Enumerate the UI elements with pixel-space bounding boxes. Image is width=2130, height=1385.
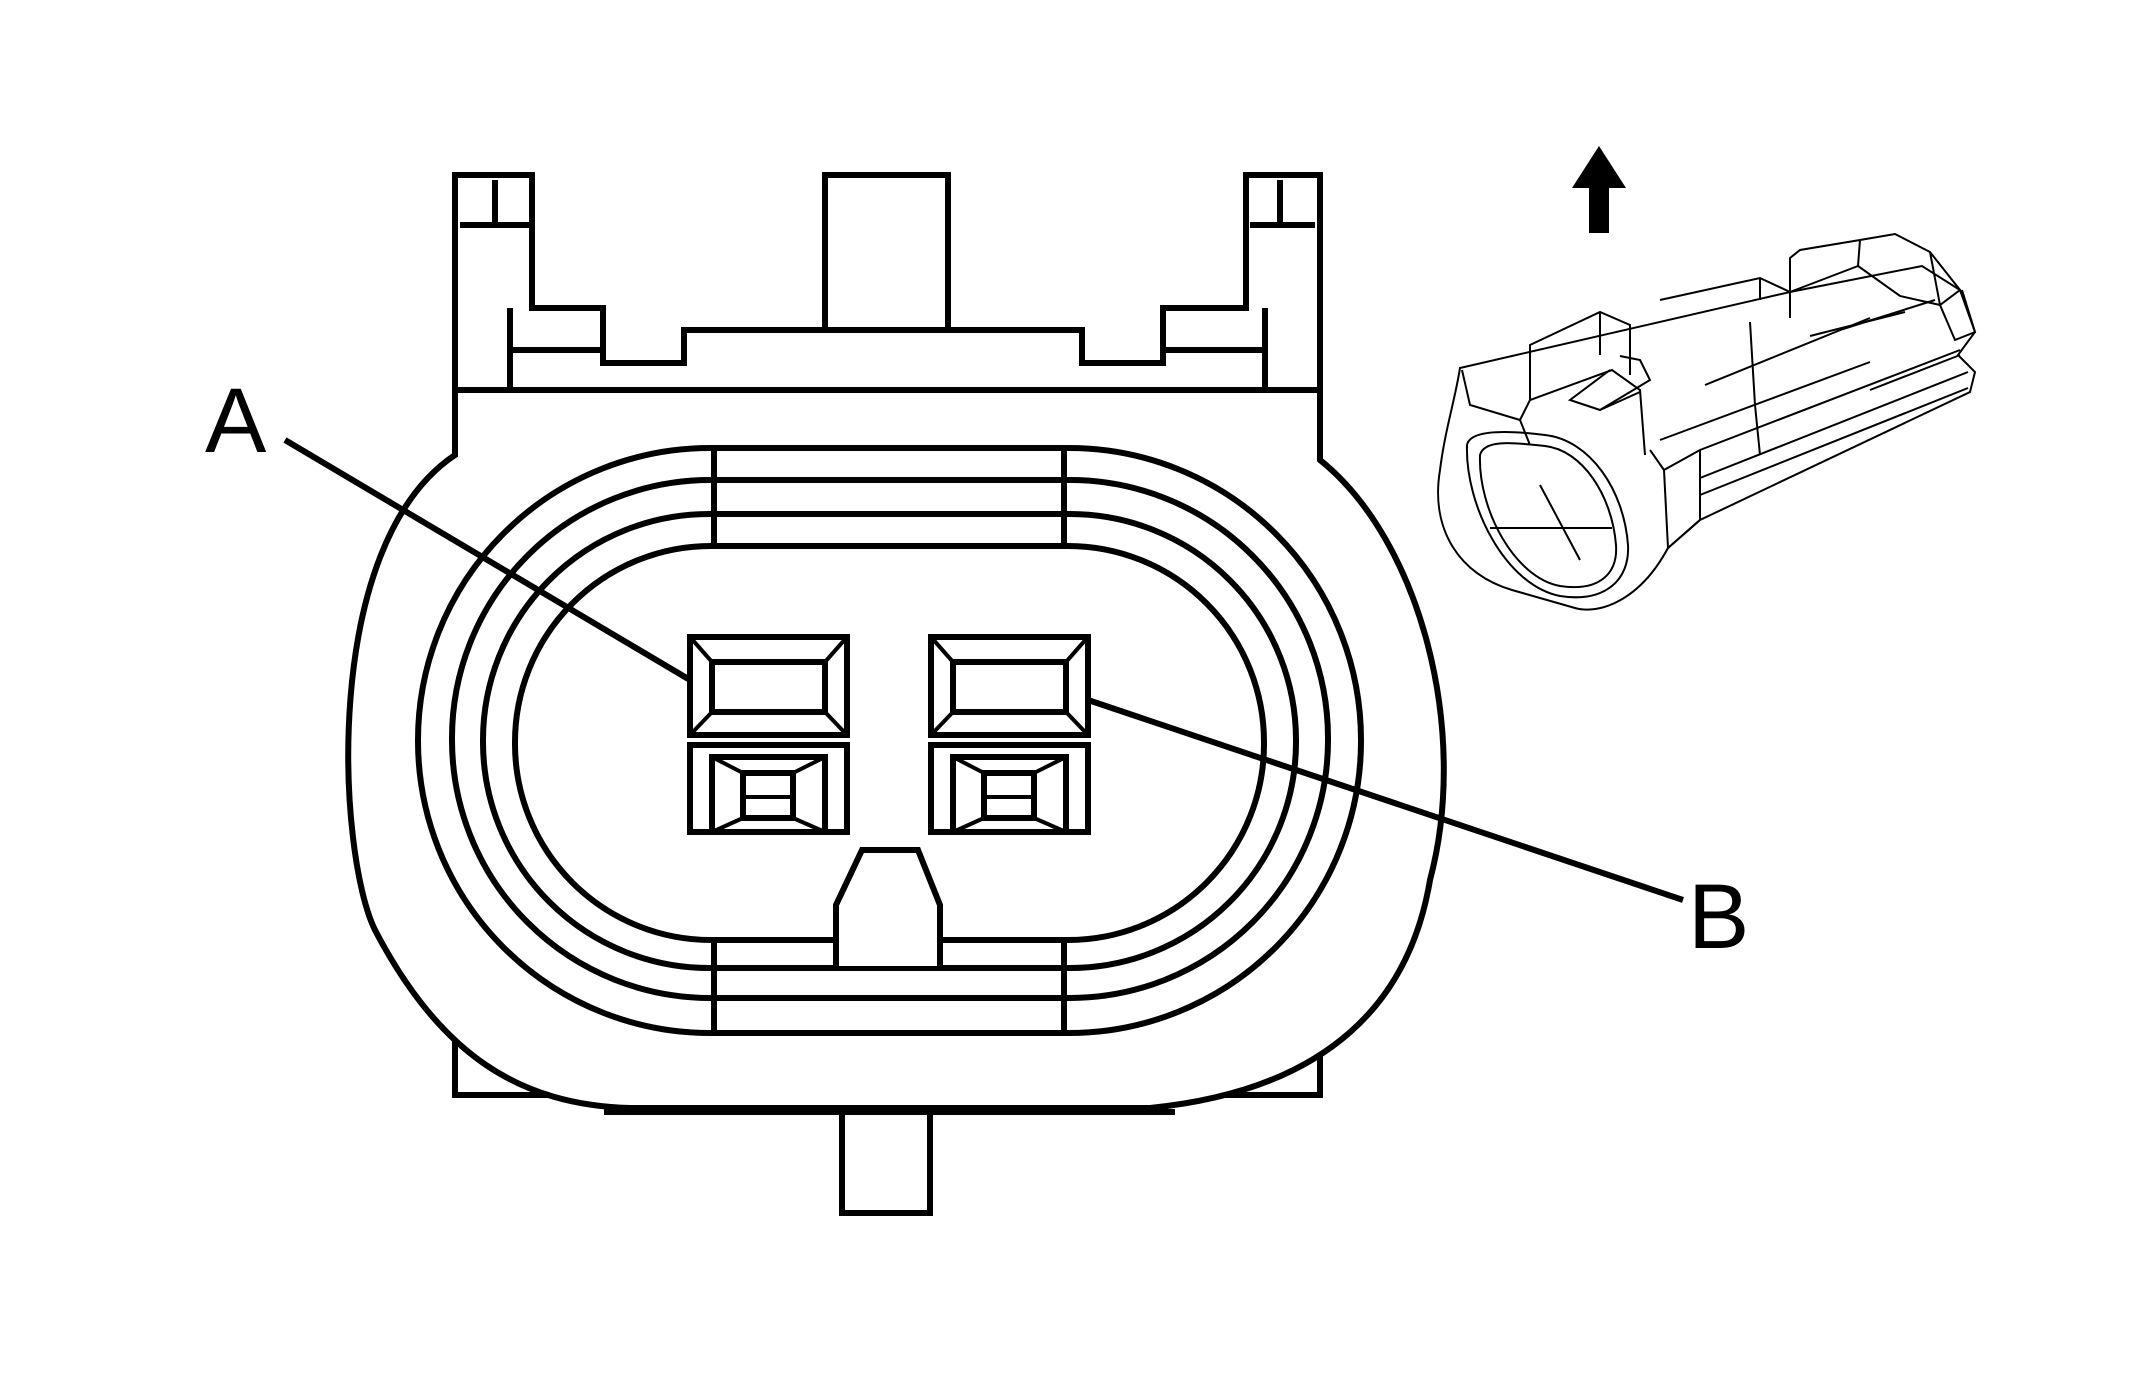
seal-ring-outer [415, 445, 1364, 1036]
iso-mating-face [1465, 431, 1630, 599]
iso-latch [1461, 232, 1977, 456]
callout-b: B [1087, 697, 1749, 968]
callout-label-b: B [1688, 866, 1749, 968]
terminal-b [928, 634, 1091, 835]
connector-isometric-view [1437, 232, 1977, 611]
leader-line-b [1087, 697, 1684, 903]
leader-line-a [283, 437, 692, 683]
right-latch-detail [1163, 180, 1315, 393]
callout-a: A [205, 370, 692, 683]
ring-dividers-bottom [711, 940, 1067, 1033]
top-center-key [822, 172, 951, 333]
callout-label-a: A [205, 370, 267, 472]
iso-body [1437, 264, 1977, 611]
connector-face [345, 172, 1447, 1216]
polarization-key [833, 847, 943, 966]
up-arrow-icon [1572, 146, 1626, 233]
left-latch-detail [460, 180, 603, 393]
ring-dividers-top [711, 448, 1067, 546]
terminal-a [687, 634, 850, 835]
